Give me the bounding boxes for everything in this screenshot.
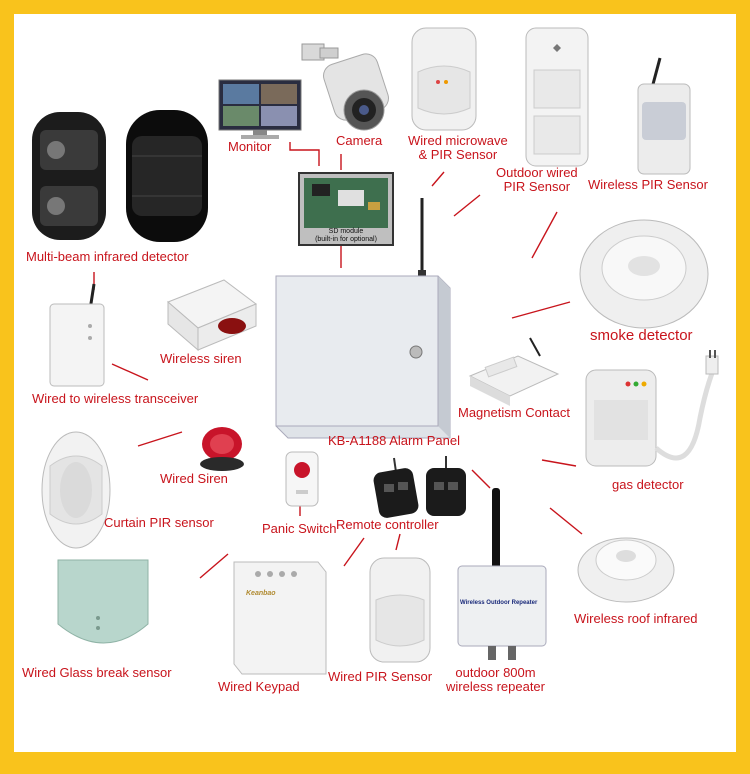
- line-transceiver: [111, 363, 149, 381]
- label-roof: Wireless roof infrared: [574, 611, 698, 626]
- line-wired-siren: [137, 431, 183, 447]
- label-magnetism: Magnetism Contact: [458, 405, 570, 420]
- label-repeater: outdoor 800m wireless repeater: [446, 665, 545, 694]
- sd-module-icon: [298, 172, 394, 246]
- camera-icon: [301, 43, 389, 131]
- line-roof: [549, 507, 583, 535]
- glass-break-sensor-icon: [57, 559, 149, 644]
- label-wired-pir: Wired PIR Sensor: [328, 669, 433, 684]
- smoke-detector-icon: [579, 219, 709, 329]
- wired-siren-icon: [200, 427, 244, 471]
- line-remote: [471, 469, 491, 489]
- line-outdoor-pir: [453, 194, 481, 217]
- repeater-icon: [457, 488, 547, 660]
- wireless-siren-icon: [167, 279, 258, 352]
- label-panic: Panic Switch: [262, 521, 337, 536]
- label-multibeam: Multi-beam infrared detector: [26, 249, 189, 264]
- sd-module-label: SD module (built-in for optional): [315, 228, 377, 243]
- label-camera: Camera: [336, 133, 383, 148]
- label-gas: gas detector: [612, 477, 684, 492]
- line-microwave: [431, 171, 445, 187]
- label-outdoor-pir: Outdoor wired PIR Sensor: [496, 165, 578, 194]
- gas-detector-icon: [585, 350, 719, 467]
- label-remote: Remote controller: [336, 517, 439, 532]
- roof-infrared-icon: [577, 537, 675, 603]
- label-wireless-siren: Wireless siren: [160, 351, 242, 366]
- wired-pir-sensor-icon: [369, 557, 431, 663]
- label-alarm-panel: KB-A1188 Alarm Panel: [328, 433, 460, 448]
- line-wired-pir: [395, 533, 401, 551]
- line-wireless-pir: [531, 211, 558, 259]
- label-wired-siren: Wired Siren: [160, 471, 228, 486]
- monitor-icon: [218, 79, 302, 139]
- microwave-pir-sensor-icon: [411, 27, 477, 131]
- remote-controller-icon: [373, 456, 466, 518]
- magnetism-contact-icon: [468, 337, 560, 406]
- panic-switch-icon: [285, 451, 319, 507]
- label-keypad: Wired Keypad: [218, 679, 300, 694]
- label-glass: Wired Glass break sensor: [22, 665, 172, 680]
- label-microwave: Wired microwave & PIR Sensor: [408, 133, 508, 162]
- label-smoke: smoke detector: [590, 327, 693, 344]
- label-transceiver: Wired to wireless transceiver: [32, 391, 199, 406]
- line-smoke: [511, 301, 571, 319]
- line-keypad: [343, 537, 365, 567]
- line-gas: [541, 459, 577, 467]
- connector-lines: [93, 142, 583, 579]
- label-curtain: Curtain PIR sensor: [104, 515, 214, 530]
- repeater-tag: Wireless Outdoor Repeater: [460, 600, 538, 606]
- diagram-canvas: Monitor Camera Wired microwave & PIR Sen…: [14, 14, 736, 752]
- outdoor-pir-sensor-icon: [525, 27, 589, 167]
- transceiver-icon: [49, 283, 105, 387]
- wireless-pir-sensor-icon: [637, 57, 691, 175]
- keypad-brand: Keanbao: [246, 590, 276, 597]
- curtain-pir-sensor-icon: [41, 431, 111, 549]
- line-glass: [199, 553, 229, 579]
- alarm-panel-icon: [275, 198, 451, 439]
- line-monitor: [289, 142, 320, 166]
- label-wireless-pir: Wireless PIR Sensor: [588, 177, 708, 192]
- keypad-icon: [233, 561, 327, 675]
- label-monitor: Monitor: [228, 139, 272, 154]
- multibeam-detector-icon: [32, 110, 208, 242]
